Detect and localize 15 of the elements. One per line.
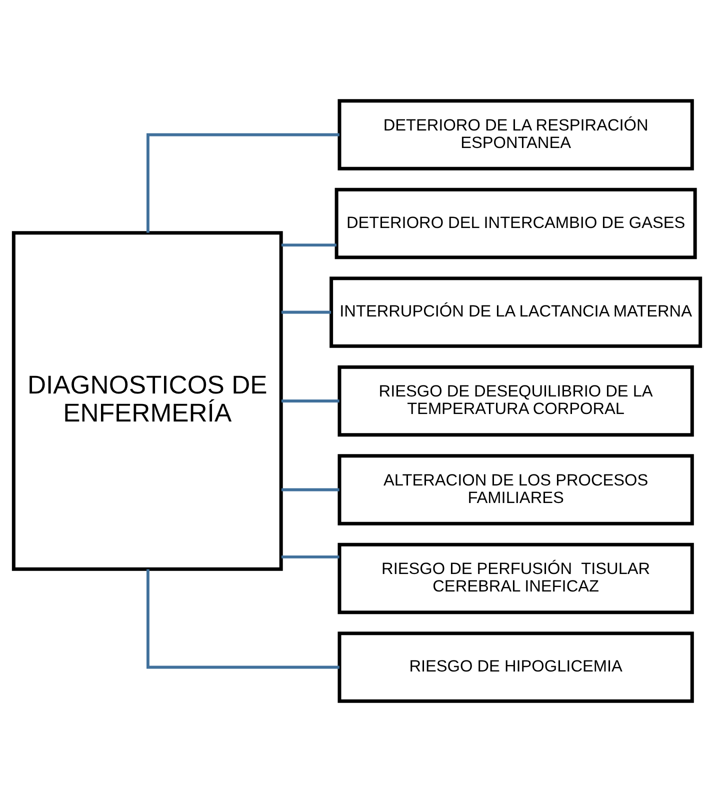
node-box: INTERRUPCIÓN DE LA LACTANCIA MATERNA xyxy=(329,276,702,348)
node-box: DETERIORO DEL INTERCAMBIO DE GASES xyxy=(334,188,696,260)
connector xyxy=(280,488,339,492)
connector xyxy=(280,555,339,558)
connector xyxy=(280,244,336,247)
node-box: DETERIORO DE LA RESPIRACIÓN ESPONTANEA xyxy=(337,99,694,170)
connector xyxy=(146,133,339,233)
node-box: RIESGO DE PERFUSIÓN TISULAR CEREBRAL INEFICAZ xyxy=(337,542,694,614)
node-box: RIESGO DE HIPOGLICEMIA xyxy=(337,632,694,703)
node-box: RIESGO DE DESEQUILIBRIO DE LA TEMPERATURA CORPORAL xyxy=(337,365,694,437)
connector xyxy=(280,400,339,402)
node-box: DIAGNOSTICOS DE ENFERMERÍA xyxy=(11,231,282,571)
node-box: ALTERACION DE LOS PROCESOS FAMILIARES xyxy=(337,454,694,526)
connector xyxy=(280,310,331,314)
connector xyxy=(146,569,339,669)
